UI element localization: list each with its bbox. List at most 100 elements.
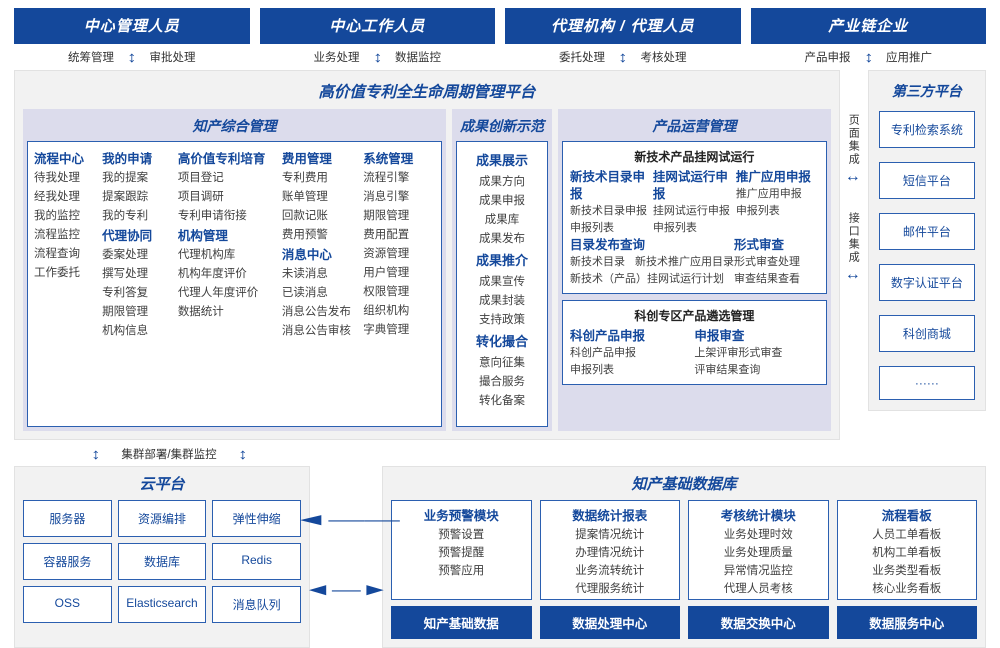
chengguo-group-title[interactable]: 转化撮合 (475, 334, 528, 349)
database-center-button[interactable]: 知产基础数据 (391, 606, 532, 639)
menu-item[interactable]: 撰写处理 (102, 268, 149, 280)
chanpin-item[interactable]: 新技术目录 (570, 256, 625, 268)
database-card-item[interactable]: 提案情况统计 (575, 529, 645, 541)
menu-item[interactable]: 已读消息 (281, 287, 328, 299)
third-party-item[interactable]: 科创商城 (878, 315, 975, 352)
cloud-service-cell[interactable]: Redis (212, 543, 301, 580)
chengguo-item[interactable]: 成果封装 (479, 295, 525, 307)
menu-item[interactable]: 期限管理 (102, 306, 149, 318)
menu-group-title[interactable]: 我的申请 (102, 152, 153, 166)
menu-item[interactable]: 回款记账 (281, 210, 328, 222)
menu-group-title[interactable]: 系统管理 (363, 152, 414, 166)
cloud-service-cell[interactable]: 数据库 (117, 543, 207, 580)
chanpin-item[interactable]: 挂网试运行申报 (652, 205, 730, 217)
database-center-button[interactable]: 数据服务中心 (836, 606, 977, 639)
menu-item[interactable]: 项目登记 (177, 172, 224, 184)
chengguo-item[interactable]: 撮合服务 (479, 376, 525, 388)
database-card-item[interactable]: 代理服务统计 (575, 583, 645, 595)
third-party-item[interactable]: 短信平台 (878, 162, 975, 199)
chengguo-item[interactable]: 成果方向 (479, 176, 525, 188)
menu-item[interactable]: 消息公告发布 (281, 306, 351, 318)
chanpin-item[interactable]: 形式审查处理 (734, 256, 800, 268)
menu-item[interactable]: 待我处理 (34, 172, 80, 184)
chanpin-item[interactable]: 审查结果查看 (734, 273, 800, 285)
chanpin-group-title[interactable]: 科创产品申报 (570, 329, 646, 343)
menu-group-title[interactable]: 高价值专利培育 (177, 152, 266, 166)
menu-item[interactable]: 经我处理 (34, 191, 80, 203)
third-party-item[interactable]: ······ (878, 366, 975, 400)
database-card-item[interactable]: 机构工单看板 (872, 547, 942, 559)
chanpin-group-title[interactable]: 新技术目录申报 (570, 170, 646, 201)
chanpin-item[interactable]: 评审结果查询 (694, 364, 761, 376)
menu-item[interactable]: 资源管理 (363, 248, 410, 260)
chengguo-group-title[interactable]: 成果展示 (475, 153, 528, 168)
chanpin-item[interactable]: 推广应用申报 (735, 188, 802, 200)
chengguo-item[interactable]: 成果发布 (479, 233, 525, 245)
database-center-button[interactable]: 数据交换中心 (688, 606, 829, 639)
database-card-item[interactable]: 业务流转统计 (575, 565, 645, 577)
menu-item[interactable]: 账单管理 (281, 191, 328, 203)
menu-item[interactable]: 费用预警 (281, 229, 328, 241)
third-party-item[interactable]: 专利检索系统 (878, 111, 975, 148)
database-card-item[interactable]: 预警应用 (438, 565, 485, 577)
menu-item[interactable]: 提案跟踪 (102, 191, 149, 203)
menu-item[interactable]: 消息公告审核 (281, 325, 351, 337)
menu-item[interactable]: 机构信息 (102, 325, 149, 337)
menu-item[interactable]: 权限管理 (363, 286, 410, 298)
menu-item[interactable]: 我的监控 (34, 210, 80, 222)
chanpin-item[interactable]: 申报列表 (570, 222, 614, 234)
menu-item[interactable]: 专利费用 (281, 172, 328, 184)
menu-item[interactable]: 数据统计 (177, 306, 224, 318)
third-party-item[interactable]: 数字认证平台 (878, 264, 975, 301)
chanpin-group-title[interactable]: 推广应用申报 (735, 170, 811, 184)
cloud-service-cell[interactable]: 资源编排 (117, 500, 207, 537)
chengguo-item[interactable]: 成果申报 (479, 195, 525, 207)
database-card-item[interactable]: 业务处理质量 (723, 547, 793, 559)
database-card-item[interactable]: 异常情况监控 (723, 565, 793, 577)
third-party-item[interactable]: 邮件平台 (878, 213, 975, 250)
chanpin-group-title[interactable]: 目录发布查询 (570, 238, 646, 252)
menu-group-title[interactable]: 流程中心 (34, 152, 85, 166)
chanpin-group-title[interactable]: 申报审查 (694, 329, 745, 343)
database-card-item[interactable]: 代理人员考核 (723, 583, 793, 595)
menu-item[interactable]: 工作委托 (34, 267, 80, 279)
menu-item[interactable]: 委案处理 (102, 249, 149, 261)
menu-item[interactable]: 组织机构 (363, 305, 410, 317)
menu-item[interactable]: 我的提案 (102, 172, 149, 184)
database-card-item[interactable]: 预警提醒 (438, 547, 485, 559)
database-card-item[interactable]: 核心业务看板 (872, 583, 942, 595)
chanpin-group-title[interactable]: 挂网试运行申报 (652, 170, 728, 201)
chengguo-item[interactable]: 转化备案 (479, 395, 525, 407)
cloud-service-cell[interactable]: 容器服务 (23, 543, 112, 580)
menu-item[interactable]: 未读消息 (281, 268, 328, 280)
menu-item[interactable]: 代理机构库 (177, 249, 236, 261)
menu-item[interactable]: 字典管理 (363, 324, 410, 336)
chengguo-group-title[interactable]: 成果推介 (475, 253, 528, 268)
database-card-item[interactable]: 业务类型看板 (872, 565, 942, 577)
chanpin-item[interactable]: 申报列表 (570, 364, 614, 376)
menu-item[interactable]: 流程监控 (34, 229, 80, 241)
menu-item[interactable]: 专利答复 (102, 287, 149, 299)
menu-item[interactable]: 流程查询 (34, 248, 80, 260)
database-card-item[interactable]: 人员工单看板 (872, 529, 942, 541)
menu-group-title[interactable]: 机构管理 (177, 229, 228, 243)
cloud-service-cell[interactable]: Elasticsearch (117, 586, 207, 623)
chengguo-item[interactable]: 成果库 (484, 214, 520, 226)
chanpin-item[interactable]: 新技术推广应用目录 (635, 256, 734, 268)
menu-item[interactable]: 期限管理 (363, 210, 410, 222)
chanpin-item[interactable]: 新技术目录申报 (570, 205, 647, 217)
menu-item[interactable]: 流程引擎 (363, 172, 410, 184)
menu-item[interactable]: 我的专利 (102, 210, 149, 222)
cloud-service-cell[interactable]: OSS (23, 586, 112, 623)
chanpin-item[interactable]: 新技术（产品）挂网试运行计划 (570, 273, 724, 285)
menu-item[interactable]: 消息引擎 (363, 191, 410, 203)
cloud-service-cell[interactable]: 弹性伸缩 (212, 500, 301, 537)
menu-group-title[interactable]: 费用管理 (281, 152, 332, 166)
cloud-service-cell[interactable]: 消息队列 (212, 586, 301, 623)
chanpin-group-title[interactable]: 形式审查 (734, 238, 785, 252)
menu-item[interactable]: 机构年度评价 (177, 268, 247, 280)
database-card-item[interactable]: 预警设置 (438, 529, 485, 541)
menu-item[interactable]: 代理人年度评价 (177, 287, 259, 299)
database-card-item[interactable]: 办理情况统计 (575, 547, 645, 559)
menu-group-title[interactable]: 代理协同 (102, 229, 153, 243)
